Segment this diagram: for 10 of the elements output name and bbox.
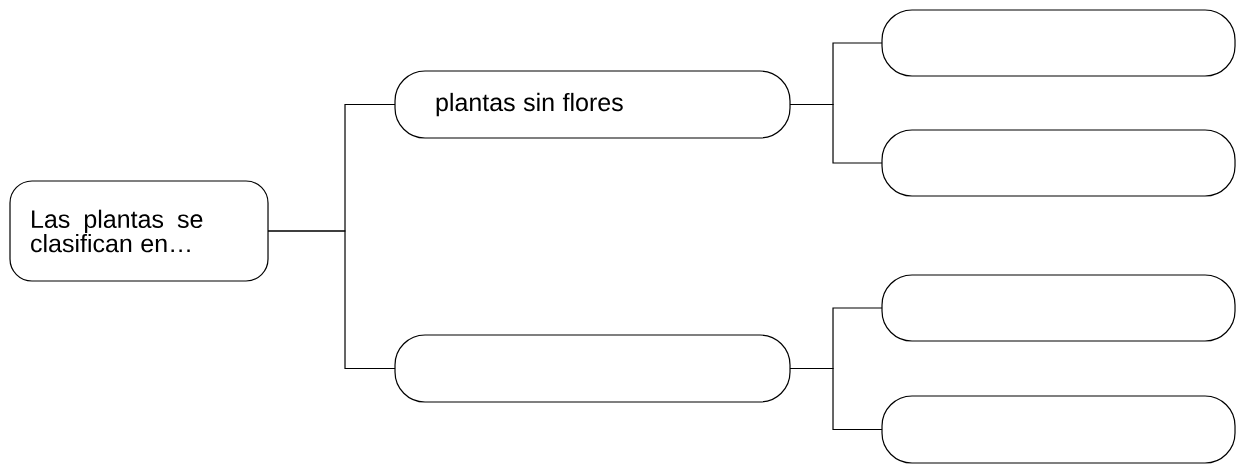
- connector-line: [789, 103, 883, 164]
- connector-line: [789, 367, 883, 431]
- empty-box: [881, 395, 1236, 464]
- empty-box: [881, 9, 1236, 77]
- empty-box: [394, 334, 791, 403]
- category-box: plantas sin flores: [394, 70, 791, 139]
- empty-box: [881, 129, 1236, 197]
- category-box: Las plantas se clasifican en…: [9, 180, 269, 282]
- connector-line: [267, 230, 396, 370]
- empty-box: [881, 274, 1236, 342]
